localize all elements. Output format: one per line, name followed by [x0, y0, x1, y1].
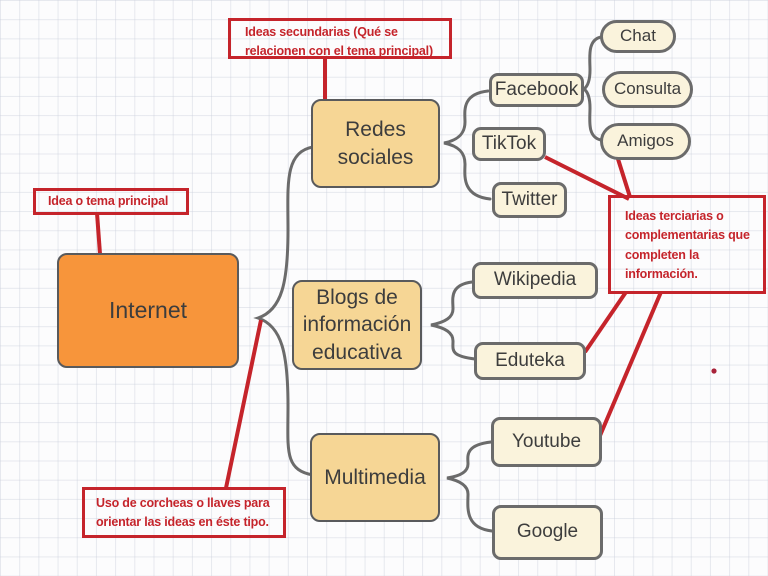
node-label: Internet [109, 296, 187, 323]
pointer-tertiary-to-youtube [597, 291, 663, 439]
node-eduteka[interactable]: Eduteka [474, 342, 586, 380]
node-label: Eduteka [495, 349, 565, 371]
annotation-main-idea[interactable]: Idea o tema principal [33, 188, 189, 215]
stray-red-dot [711, 368, 717, 374]
node-consulta[interactable]: Consulta [602, 71, 693, 108]
annotation-secondary-ideas[interactable]: Ideas secundarias (Qué se relacionen con… [228, 18, 452, 59]
pointer-amigos-to-tertiary [616, 158, 632, 198]
node-amigos[interactable]: Amigos [600, 123, 691, 160]
node-label: Wikipedia [493, 269, 577, 291]
node-twitter[interactable]: Twitter [492, 182, 567, 218]
annotation-text: Uso de corcheas o llaves para orientar l… [96, 496, 270, 530]
brace-blogs-to-children [430, 280, 477, 361]
node-label: Facebook [494, 78, 579, 100]
node-label: Multimedia [324, 465, 426, 489]
annotation-braces-note[interactable]: Uso de corcheas o llaves para orientar l… [82, 487, 286, 538]
node-blogs-informacion-educativa[interactable]: Blogs de información educativa [292, 280, 422, 370]
annotation-tertiary-ideas[interactable]: Ideas terciarias o complementarias que c… [608, 195, 766, 294]
brace-facebook-to-children [581, 35, 603, 142]
node-label: TikTok [481, 132, 537, 154]
node-label: Amigos [617, 131, 674, 151]
annotation-text: Idea o tema principal [48, 193, 169, 208]
pointer-main-to-internet [95, 212, 102, 255]
node-wikipedia[interactable]: Wikipedia [472, 262, 598, 299]
node-label: Google [516, 521, 579, 543]
node-label: Redes sociales [337, 118, 414, 169]
node-youtube[interactable]: Youtube [491, 417, 602, 467]
annotation-text: Ideas secundarias (Qué se relacionen con… [245, 25, 433, 59]
node-google[interactable]: Google [492, 505, 603, 560]
node-label: Chat [620, 26, 656, 46]
node-label: Blogs de información educativa [302, 286, 412, 364]
brace-multimedia-to-children [446, 440, 494, 533]
node-multimedia[interactable]: Multimedia [310, 433, 440, 522]
annotation-text: Ideas terciarias o complementarias que c… [625, 209, 750, 282]
node-label: Youtube [511, 430, 582, 452]
node-label: Twitter [501, 188, 558, 210]
node-label: Consulta [613, 79, 682, 99]
node-redes-sociales[interactable]: Redes sociales [311, 99, 440, 188]
node-tiktok[interactable]: TikTok [472, 127, 546, 161]
node-chat[interactable]: Chat [600, 20, 676, 53]
node-internet[interactable]: Internet [57, 253, 239, 368]
node-facebook[interactable]: Facebook [489, 73, 584, 107]
pointer-tertiary-to-eduteka [583, 290, 628, 354]
